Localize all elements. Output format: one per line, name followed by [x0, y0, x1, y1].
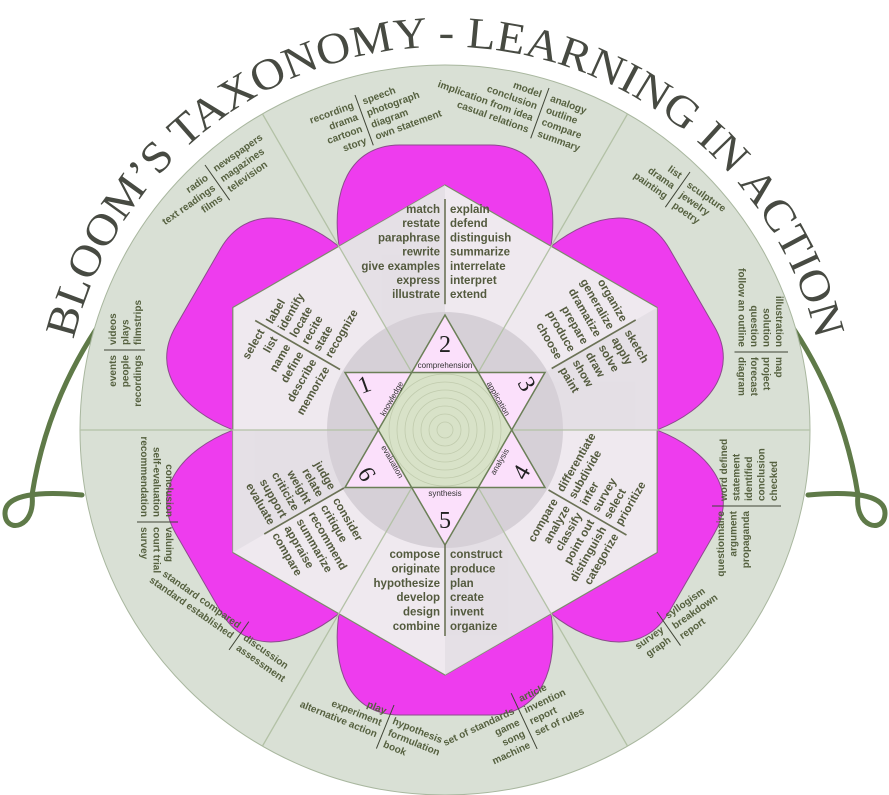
outer-item: people — [121, 355, 132, 388]
verb-group-application: organizegeneralizedramatizeprepareproduc… — [533, 277, 650, 395]
verb: match — [406, 204, 440, 216]
verb: express — [397, 275, 440, 287]
verb: summarize — [450, 247, 510, 259]
column-divider — [254, 319, 341, 371]
level-name-comprehension: comprehension — [418, 361, 473, 370]
verb: produce — [450, 563, 495, 575]
outer-item: identified — [744, 457, 755, 501]
verb: distinguish — [450, 232, 511, 244]
verb: explain — [450, 204, 490, 216]
outer-item: word defined — [719, 439, 730, 502]
outer-item: illustration — [773, 296, 784, 347]
column-divider — [548, 489, 627, 536]
verb: plan — [450, 578, 474, 590]
column-divider — [551, 319, 637, 370]
outer-item: events — [108, 355, 119, 387]
column-divider — [510, 692, 538, 750]
outer-item: court trial — [151, 527, 162, 573]
verb: design — [403, 607, 440, 619]
outer-item: questionnaire — [716, 511, 727, 577]
outer-item: conclusion — [163, 464, 174, 517]
verb: restate — [402, 218, 440, 230]
verb: extend — [450, 289, 487, 301]
outer-item: argument — [729, 510, 740, 556]
column-divider — [228, 621, 250, 651]
verb: give examples — [361, 261, 440, 273]
verb: defend — [450, 218, 488, 230]
verb: hypothesize — [374, 578, 440, 590]
verb: organize — [450, 621, 497, 633]
outer-item: videos — [108, 313, 119, 345]
column-divider — [263, 487, 345, 535]
outer-item: solution — [761, 308, 772, 347]
column-divider — [375, 704, 395, 749]
outer-item: question — [748, 305, 759, 347]
outer-item: checked — [769, 461, 780, 501]
outer-item: follow an outline — [736, 268, 747, 347]
verb: construct — [450, 549, 503, 561]
verb: paraphrase — [378, 232, 440, 244]
verb: compose — [390, 549, 441, 561]
verb: illustrate — [392, 289, 440, 301]
right-loop — [805, 491, 888, 528]
verb-group-comprehension: match restate paraphrase rewrite give exampl… — [361, 199, 511, 305]
column-divider — [664, 171, 691, 208]
verb-group-synthesis: compose originate hypothesize develop design… — [374, 544, 503, 636]
column-divider — [354, 94, 374, 146]
outer-item: forecast — [748, 357, 759, 397]
verb: create — [450, 592, 484, 604]
outer-item: conclusion — [757, 448, 768, 501]
level-name-synthesis: synthesis — [428, 489, 461, 498]
verb: combine — [393, 621, 440, 633]
column-divider — [530, 87, 550, 139]
column-divider — [204, 164, 231, 201]
outer-item: project — [761, 357, 772, 391]
outer-item: map — [773, 357, 784, 378]
verb: interpret — [450, 275, 497, 287]
center-hexagon — [378, 372, 512, 488]
outer-item: valuing — [163, 527, 174, 562]
center-spiral — [388, 373, 502, 487]
outer-item: statement — [732, 453, 743, 501]
level-number-2: 2 — [439, 332, 451, 358]
verb: develop — [397, 592, 440, 604]
verb: interrelate — [450, 261, 506, 273]
star — [343, 313, 547, 547]
outer-item: recordings — [133, 355, 144, 407]
column-divider — [656, 611, 681, 646]
outer-item: recommendation — [138, 436, 149, 517]
level-number-5: 5 — [439, 508, 451, 534]
verb: originate — [391, 563, 440, 575]
outer-item: propaganda — [741, 511, 752, 569]
verb: invent — [450, 607, 484, 619]
outer-item: self-evaluation — [151, 447, 162, 517]
outer-item: plays — [121, 319, 132, 345]
outer-item: diagram — [736, 357, 747, 396]
left-loop — [2, 491, 85, 528]
verb: rewrite — [402, 247, 440, 259]
outer-item: filmstrips — [133, 300, 144, 345]
outer-item: survey — [138, 527, 149, 560]
